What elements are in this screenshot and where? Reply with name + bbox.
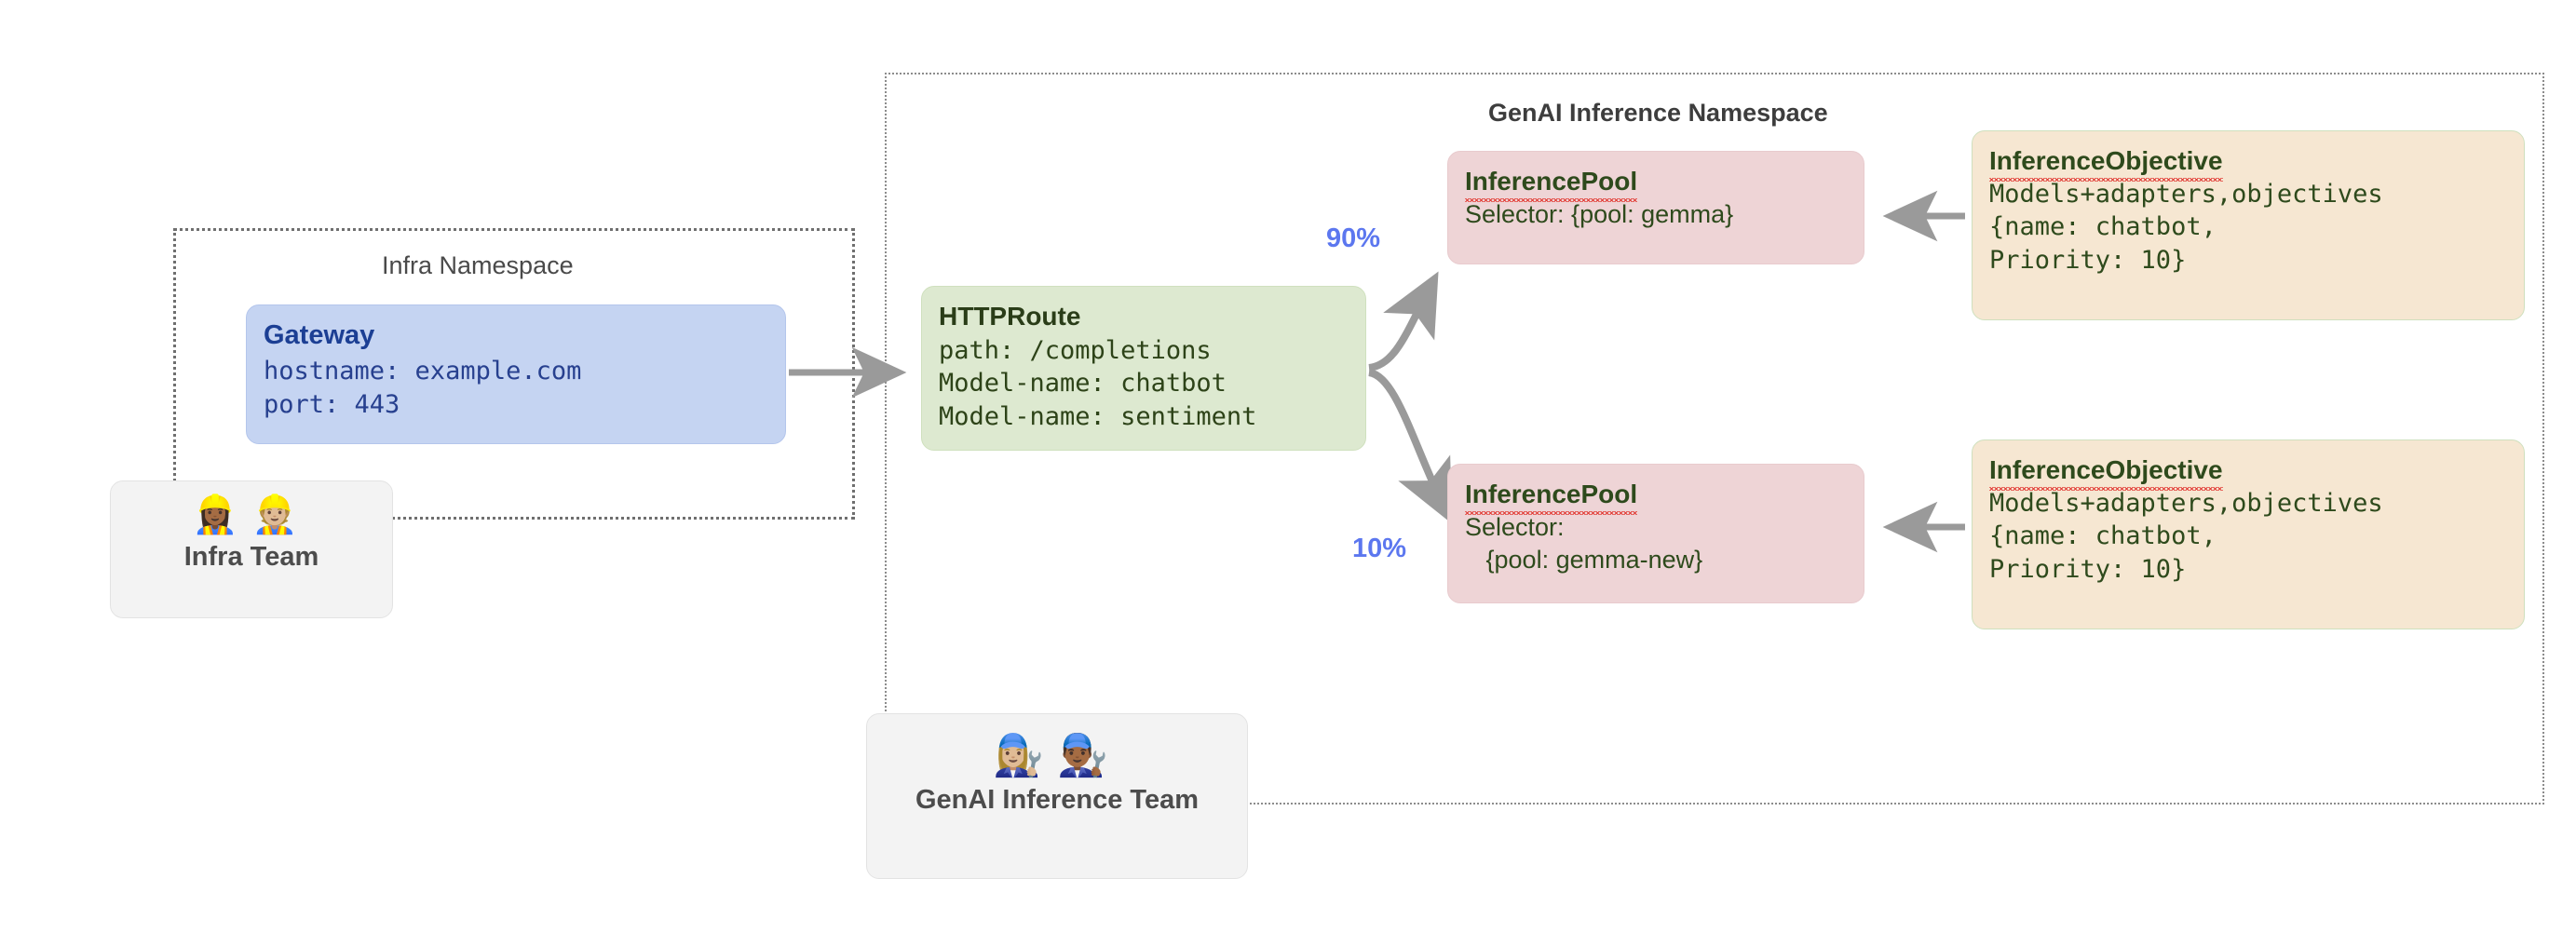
inferenceobjective-card-top[interactable]: InferenceObjective Models+adapters,objec… (1972, 130, 2525, 320)
inferenceobjective-title: InferenceObjective (1989, 144, 2507, 182)
traffic-weight-10: 10% (1352, 534, 1407, 563)
infra-team-box[interactable]: 👷🏾‍♀️👷🏼 Infra Team (110, 480, 393, 618)
genai-team-box[interactable]: 👩🏼‍🔧👨🏾‍🔧 GenAI Inference Team (866, 713, 1248, 879)
infra-team-label: Infra Team (183, 542, 319, 572)
inferenceobjective-title: InferenceObjective (1989, 453, 2507, 491)
httproute-card[interactable]: HTTPRoute path: /completions Model-name:… (921, 286, 1366, 451)
inferenceobjective-priority-line: Priority: 10} (1989, 555, 2187, 585)
genai-namespace-title: GenAI Inference Namespace (1488, 99, 1828, 127)
httproute-model-name-sentiment: Model-name: sentiment (939, 402, 1257, 432)
spellcheck-squiggle: InferencePool (1465, 165, 1638, 202)
inferencepool-title: InferencePool (1465, 478, 1847, 515)
genai-namespace-container (885, 73, 2544, 805)
spellcheck-squiggle: InferenceObjective (1989, 453, 2223, 491)
inferenceobjective-name-line: {name: chatbot, (1989, 521, 2217, 551)
inferenceobjective-priority-line: Priority: 10} (1989, 246, 2187, 276)
construction-worker-icon: 👷🏾‍♀️👷🏼 (192, 494, 311, 536)
inferenceobjective-card-bottom[interactable]: InferenceObjective Models+adapters,objec… (1972, 439, 2525, 629)
httproute-path: path: /completions (939, 335, 1212, 365)
inferencepool-title: InferencePool (1465, 165, 1847, 202)
gateway-title: Gateway (264, 320, 375, 350)
inferencepool-selector-value: {pool: gemma-new} (1465, 546, 1703, 575)
inferencepool-selector: Selector: (1465, 512, 1565, 541)
inferenceobjective-models-line: Models+adapters,objectives (1989, 179, 2383, 209)
inferencepool-card-gemma[interactable]: InferencePool Selector: {pool: gemma} (1447, 151, 1864, 264)
gateway-hostname: hostname: example.com (264, 357, 582, 386)
inferencepool-card-gemma-new[interactable]: InferencePool Selector: {pool: gemma-new… (1447, 464, 1864, 603)
traffic-weight-90: 90% (1326, 223, 1381, 253)
genai-team-label: GenAI Inference Team (915, 785, 1200, 815)
spellcheck-squiggle: InferencePool (1465, 478, 1638, 515)
mechanic-icon: 👩🏼‍🔧👨🏾‍🔧 (993, 732, 1121, 779)
spellcheck-squiggle: InferenceObjective (1989, 144, 2223, 182)
gateway-port: port: 443 (264, 389, 400, 419)
httproute-title: HTTPRoute (939, 302, 1081, 331)
inferenceobjective-name-line: {name: chatbot, (1989, 212, 2217, 242)
gateway-card[interactable]: Gateway hostname: example.com port: 443 (246, 304, 786, 444)
inferencepool-selector: Selector: {pool: gemma} (1465, 199, 1734, 228)
inferenceobjective-models-line: Models+adapters,objectives (1989, 488, 2383, 518)
infra-namespace-title: Infra Namespace (382, 251, 574, 279)
httproute-model-name-chatbot: Model-name: chatbot (939, 369, 1227, 399)
